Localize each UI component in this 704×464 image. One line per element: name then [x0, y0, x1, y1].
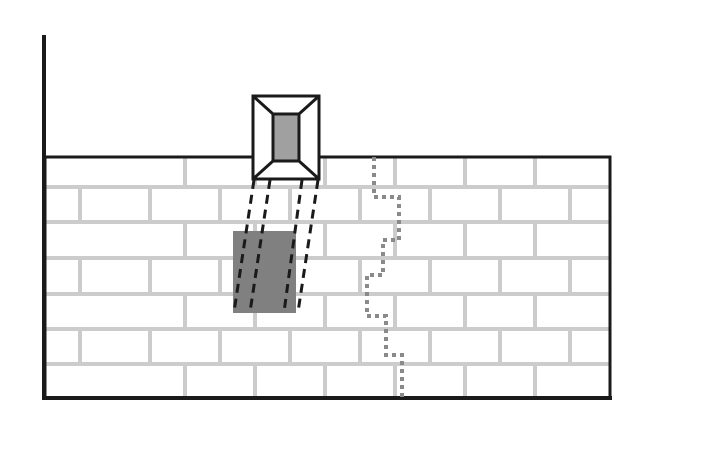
projection-line-inner-left: [248, 179, 272, 313]
window-frame-inner: [271, 112, 301, 163]
projection-line-inner-right: [282, 179, 304, 313]
projection-line-outer-left: [232, 179, 256, 313]
brick-wall: [45, 157, 610, 398]
window-bevel-br: [297, 159, 321, 181]
window-bevel-tl: [251, 94, 275, 116]
projection-lines: [232, 179, 320, 313]
window-bevel-tr: [297, 94, 321, 116]
framed-window: [251, 94, 321, 181]
window-bevel-bl: [251, 159, 275, 181]
projection-line-outer-right: [296, 179, 320, 313]
window-frame-outer: [251, 94, 321, 181]
